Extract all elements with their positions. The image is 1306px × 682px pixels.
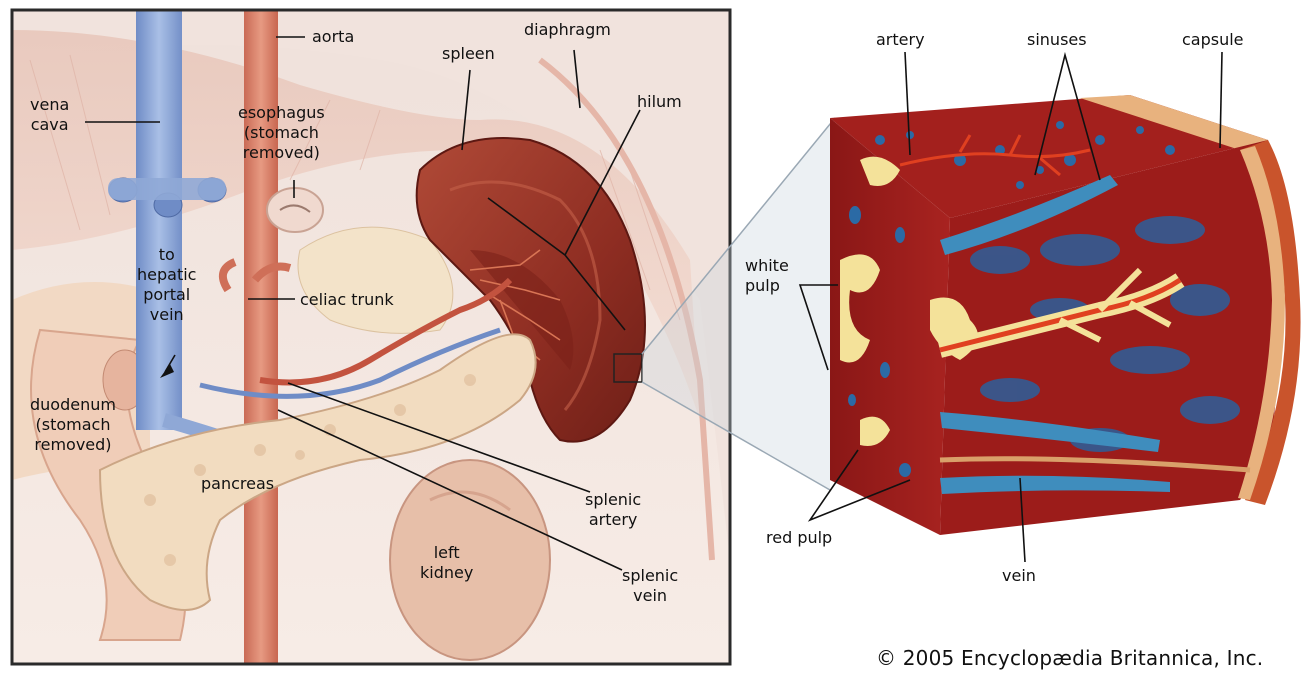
label-vena-cava: vena cava bbox=[30, 95, 69, 135]
label-sinuses: sinuses bbox=[1027, 30, 1087, 50]
copyright-notice: © 2005 Encyclopædia Britannica, Inc. bbox=[876, 646, 1263, 670]
label-aorta: aorta bbox=[312, 27, 354, 47]
label-red-pulp: red pulp bbox=[766, 528, 832, 548]
spleen-tissue-block bbox=[830, 95, 1301, 535]
label-spleen: spleen bbox=[442, 44, 495, 64]
label-hilum: hilum bbox=[637, 92, 682, 112]
label-splenic-vein: splenic vein bbox=[622, 566, 678, 606]
label-splenic-artery: splenic artery bbox=[585, 490, 641, 530]
label-capsule: capsule bbox=[1182, 30, 1244, 50]
label-diaphragm: diaphragm bbox=[524, 20, 611, 40]
label-artery: artery bbox=[876, 30, 925, 50]
label-left-kidney: left kidney bbox=[420, 543, 473, 583]
label-to-hepatic-portal-vein: to hepatic portal vein bbox=[137, 245, 196, 325]
label-duodenum: duodenum (stomach removed) bbox=[30, 395, 116, 455]
label-celiac-trunk: celiac trunk bbox=[300, 290, 394, 310]
label-pancreas: pancreas bbox=[201, 474, 274, 494]
label-esophagus: esophagus (stomach removed) bbox=[238, 103, 325, 163]
label-vein: vein bbox=[1002, 566, 1036, 586]
label-white-pulp: white pulp bbox=[745, 256, 789, 296]
